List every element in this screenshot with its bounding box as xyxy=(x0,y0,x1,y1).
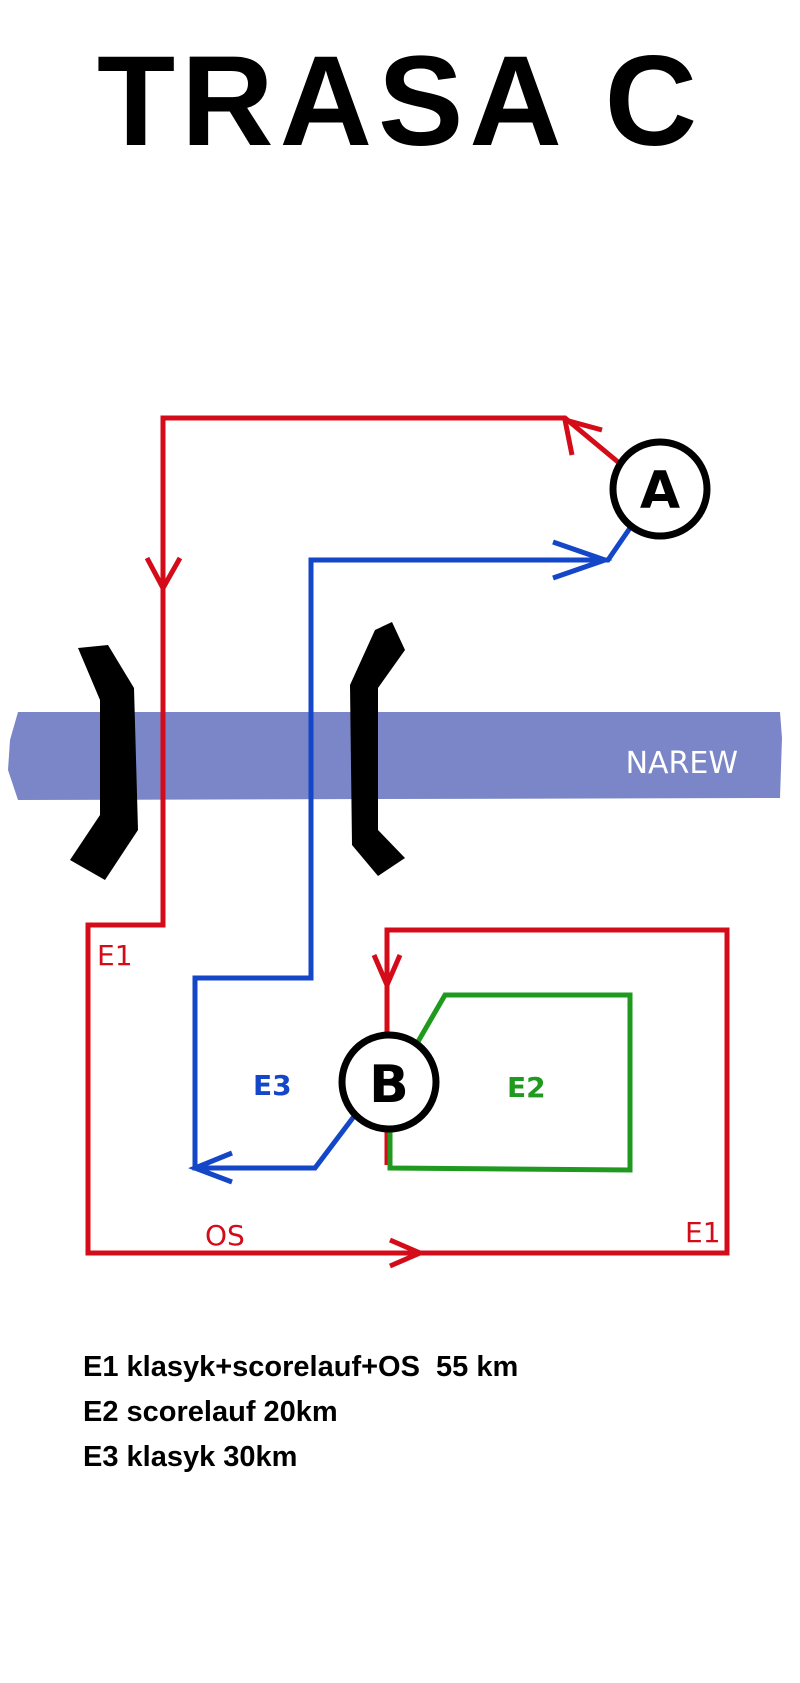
checkpoint-b-label: B xyxy=(369,1055,409,1115)
legend-item-e3: E3 klasyk 30km xyxy=(83,1441,298,1473)
route-label-e1-right: E1 xyxy=(685,1216,721,1249)
page-title: TRASA C xyxy=(96,30,704,173)
checkpoint-b xyxy=(338,1031,440,1133)
legend-item-e2: E2 scorelauf 20km xyxy=(83,1396,338,1428)
route-e2 xyxy=(387,992,633,1173)
route-label-os: OS xyxy=(205,1219,245,1252)
route-e1 xyxy=(85,415,730,1269)
route-label-e1-left: E1 xyxy=(97,939,133,972)
checkpoint-a-label: A xyxy=(640,461,680,521)
legend-item-e1: E1 klasyk+scorelauf+OS 55 km xyxy=(83,1351,519,1383)
bridge-left xyxy=(70,645,138,880)
river-narew xyxy=(8,712,782,800)
route-e3 xyxy=(188,526,633,1185)
bridge-right xyxy=(350,622,405,876)
route-label-e2: E2 xyxy=(507,1071,546,1104)
checkpoint-a xyxy=(609,438,711,540)
route-label-e3: E3 xyxy=(253,1069,292,1102)
river-label: NAREW xyxy=(626,746,738,781)
legend: E1 klasyk+scorelauf+OS 55 km E2 scorelau… xyxy=(83,1345,518,1480)
